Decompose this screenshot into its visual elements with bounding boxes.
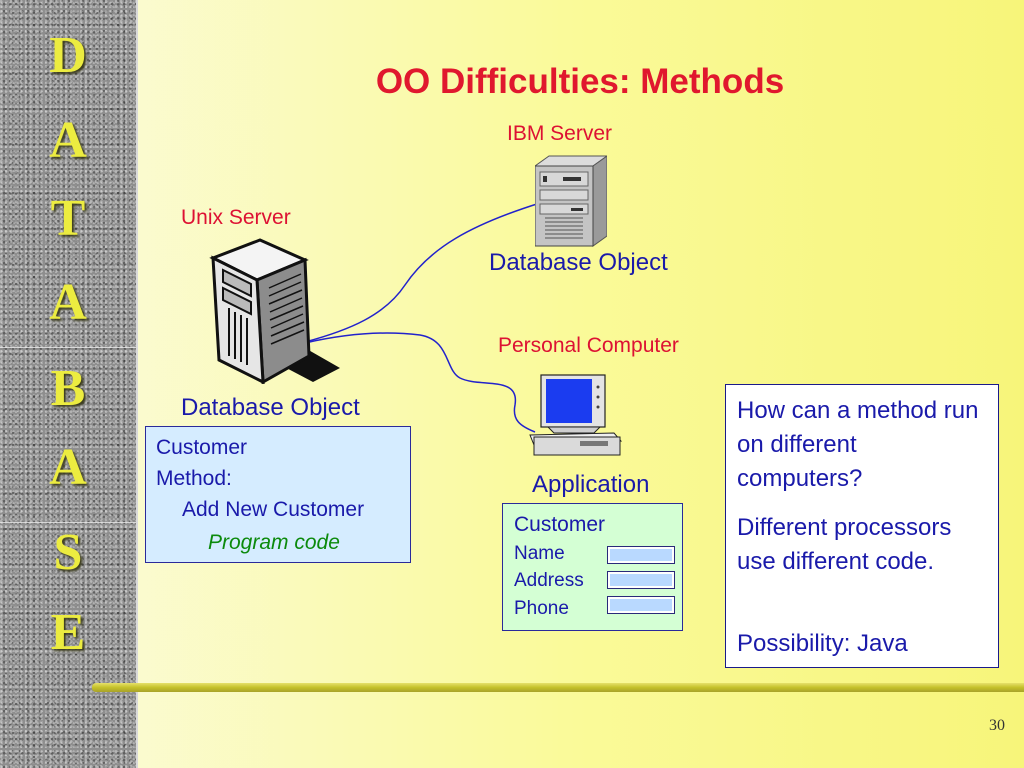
sidebar-divider bbox=[0, 522, 136, 523]
sidebar-letter: D bbox=[49, 27, 87, 84]
unix-server-label: Unix Server bbox=[181, 206, 291, 229]
ibm-database-object-label: Database Object bbox=[489, 249, 668, 276]
field-label-address: Address bbox=[514, 570, 584, 591]
question-text-box: How can a method run on different comput… bbox=[725, 384, 999, 668]
method-box-method-label: Method: bbox=[156, 467, 232, 490]
question-paragraph: How can a method run on different comput… bbox=[737, 397, 979, 492]
phone-input[interactable] bbox=[607, 596, 675, 614]
address-input[interactable] bbox=[607, 571, 675, 589]
sidebar-letter: T bbox=[50, 190, 86, 247]
field-label-phone: Phone bbox=[514, 598, 569, 619]
name-input[interactable] bbox=[607, 546, 675, 564]
sidebar-letter: A bbox=[49, 274, 87, 331]
sidebar-edge bbox=[136, 0, 138, 768]
method-box-program-code: Program code bbox=[208, 531, 340, 554]
tower-server-icon bbox=[535, 155, 607, 247]
customer-method-box: Customer Method: Add New Customer Progra… bbox=[145, 426, 411, 563]
method-box-add-new-customer: Add New Customer bbox=[182, 498, 365, 521]
cable-unix-to-pc bbox=[304, 332, 536, 433]
application-label: Application bbox=[532, 471, 650, 498]
method-box-customer: Customer bbox=[156, 436, 248, 459]
customer-form-box: Customer Name Address Phone bbox=[502, 503, 683, 631]
desktop-computer-icon bbox=[529, 374, 623, 456]
sidebar-granite: D A T A B A S E bbox=[0, 0, 136, 768]
sidebar-divider bbox=[0, 347, 136, 348]
bottom-rule bbox=[92, 683, 1024, 692]
sidebar-letter: S bbox=[53, 524, 83, 581]
cable-unix-to-ibm bbox=[304, 202, 541, 343]
answer-paragraph: Different processors use different code. bbox=[737, 514, 952, 575]
sidebar-letter: E bbox=[50, 604, 86, 661]
form-heading: Customer bbox=[514, 513, 606, 536]
possibility-paragraph: Possibility: Java bbox=[737, 630, 908, 657]
sidebar-letter: A bbox=[49, 112, 87, 169]
page-number: 30 bbox=[989, 717, 1005, 734]
sidebar-letter: A bbox=[49, 439, 87, 496]
slide-title: OO Difficulties: Methods bbox=[375, 62, 785, 101]
ibm-server-label: IBM Server bbox=[507, 122, 613, 145]
field-label-name: Name bbox=[514, 543, 565, 564]
sidebar-letter: B bbox=[50, 360, 86, 417]
personal-computer-label: Personal Computer bbox=[498, 334, 679, 357]
tower-server-icon bbox=[209, 238, 340, 384]
unix-database-object-label: Database Object bbox=[181, 394, 360, 421]
